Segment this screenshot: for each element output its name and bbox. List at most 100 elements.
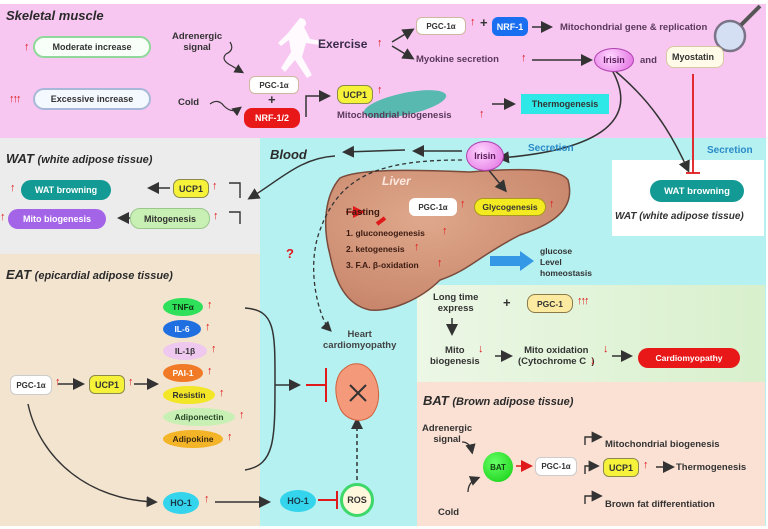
wat-right-title: WAT (white adipose tissue)	[615, 211, 744, 222]
glucose-homeostasis-label: glucose Level homeostasis	[540, 246, 592, 278]
plus-sign: +	[268, 92, 276, 107]
plus-sign: +	[480, 15, 488, 30]
up-arrow-icon: ↑	[479, 108, 485, 120]
exercise-label: Exercise	[318, 37, 368, 51]
up-arrow-icon: ↑	[207, 299, 213, 311]
skeletal-muscle-title: Skeletal muscle	[6, 8, 104, 23]
eat-marker-pai-1: PAI-1	[163, 364, 203, 382]
nrf12-node: NRF-1/2	[244, 108, 300, 128]
legend-moderate: Moderate increase	[33, 36, 151, 58]
down-arrow-icon: ↓	[478, 343, 484, 355]
cold-label: Cold	[178, 97, 200, 108]
mitochondrial-gene-label: Mitochondrial gene & replication	[560, 22, 708, 33]
adrenergic-signal-label: Adrenergic signal	[172, 31, 223, 53]
up-arrow-icon: ↑	[213, 210, 219, 222]
cardiomyopathy-node: Cardiomyopathy	[638, 348, 740, 368]
legend-excessive: Excessive increase	[33, 88, 151, 110]
up-arrow-icon: ↑	[55, 376, 61, 388]
bat-title-full: (Brown adipose tissue)	[452, 396, 574, 408]
excessive-arrow-icon: ↑↑↑	[577, 295, 589, 307]
up-arrow-icon: ↑	[377, 84, 383, 96]
bat-adrenergic-label: Adrenergic signal	[422, 423, 473, 445]
bat-thermogenesis-label: Thermogenesis	[676, 462, 747, 473]
up-arrow-icon: ↑	[521, 52, 527, 64]
wat-browning-right-node: WAT browning	[650, 180, 744, 202]
up-arrow-icon: ↑	[10, 182, 16, 194]
mito-biogenesis-label: Mito biogenesis	[430, 345, 480, 367]
pgc1a-exercise-node: PGC-1α	[416, 17, 466, 35]
ho1-blood-node: HO-1	[280, 490, 316, 512]
pgc1a-liver-node: PGC-1α	[409, 198, 457, 216]
ros-node: ROS	[340, 483, 374, 517]
glycogenesis-node: Glycogenesis	[474, 198, 546, 216]
eat-marker-il-6: IL-6	[163, 320, 201, 338]
down-arrow-icon: ↓	[590, 355, 596, 367]
brown-fat-differentiation-label: Brown fat differentiation	[605, 499, 715, 510]
pgc1-node: PGC-1	[527, 294, 573, 313]
pgc1a-node: PGC-1α	[249, 76, 299, 94]
up-arrow-icon: ↑	[207, 365, 213, 377]
eat-marker-resistin: Resistin	[163, 386, 215, 404]
eat-marker-tnf-: TNFα	[163, 298, 203, 316]
ucp1-eat-node: UCP1	[89, 375, 125, 394]
bat-mito-biogenesis-label: Mitochondrial biogenesis	[605, 439, 720, 450]
long-time-express-label: Long time express	[433, 292, 479, 314]
up-arrow-icon: ↑	[470, 16, 476, 28]
eat-title: EAT (epicardial adipose tissue)	[6, 267, 173, 282]
up-arrow-icon: ↑	[128, 376, 134, 388]
myokine-secretion-label: Myokine secretion	[416, 54, 499, 65]
bat-title-abbrev: BAT	[423, 393, 449, 408]
eat-title-abbrev: EAT	[6, 267, 32, 282]
ho1-eat-node: HO-1	[163, 492, 199, 514]
pgc1a-eat-node: PGC-1α	[10, 375, 52, 395]
up-arrow-icon: ↑	[239, 409, 245, 421]
ucp1-bat-node: UCP1	[603, 458, 639, 477]
bat-cold-label: Cold	[438, 507, 460, 518]
heart-cardiomyopathy-label: Heart cardiomyopathy	[323, 329, 397, 351]
plus-sign: +	[503, 295, 511, 310]
wat-left-title: WAT (white adipose tissue)	[6, 151, 152, 166]
mito-oxidation-label: Mito oxidation (Cytochrome C )	[518, 345, 595, 367]
and-label: and	[640, 55, 657, 66]
thermogenesis-node: Thermogenesis	[521, 94, 609, 114]
wat-browning-node: WAT browning	[21, 180, 111, 200]
secretion-label: Secretion	[528, 143, 574, 154]
mitogenesis-node: Mitogenesis	[130, 208, 210, 229]
fasting-label: Fasting	[346, 207, 380, 218]
wat-title-abbrev: WAT	[6, 151, 34, 166]
up-arrow-icon: ↑	[414, 241, 420, 253]
irisin-node: Irisin	[594, 48, 634, 72]
question-mark: ?	[286, 246, 294, 261]
nrf1-node: NRF-1	[492, 17, 528, 36]
liver-item: 1. gluconeogenesis	[346, 228, 425, 238]
irisin-blood-node: Irisin	[466, 141, 504, 171]
mitochondrial-biogenesis-label: Mitochondrial biogenesis	[337, 110, 452, 121]
up-arrow-icon: ↑	[442, 225, 448, 237]
up-arrow-icon: ↑	[460, 198, 466, 210]
up-arrow-icon: ↑	[205, 321, 211, 333]
up-arrow-icon: ↑	[437, 257, 443, 269]
eat-marker-il-1-: IL-1β	[163, 342, 207, 360]
up-arrow-icon: ↑	[643, 459, 649, 471]
blood-title: Blood	[270, 147, 307, 162]
pgc1a-bat-node: PGC-1α	[535, 457, 577, 476]
bat-node: BAT	[483, 452, 513, 482]
myostatin-node: Myostatin	[666, 46, 724, 68]
up-arrow-icon: ↑	[377, 37, 383, 49]
eat-marker-adiponectin: Adiponectin	[163, 408, 235, 426]
up-arrow-icon: ↑	[204, 493, 210, 505]
eat-title-full: (epicardial adipose tissue)	[34, 270, 173, 282]
up-arrow-icon: ↑	[0, 211, 6, 223]
liver-title: Liver	[382, 174, 411, 188]
ucp1-wat-node: UCP1	[173, 179, 209, 198]
moderate-arrow-icon: ↑	[24, 41, 30, 53]
up-arrow-icon: ↑	[219, 387, 225, 399]
up-arrow-icon: ↑	[549, 198, 555, 210]
up-arrow-icon: ↑	[227, 431, 233, 443]
wat-title-full: (white adipose tissue)	[37, 154, 153, 166]
liver-item: 2. ketogenesis	[346, 244, 405, 254]
ucp1-node: UCP1	[337, 85, 373, 104]
excessive-arrow-icon: ↑↑↑	[9, 93, 21, 105]
mito-biogenesis-node: Mito biogenesis	[8, 209, 106, 229]
liver-item: 3. F.A. β-oxidation	[346, 260, 419, 270]
